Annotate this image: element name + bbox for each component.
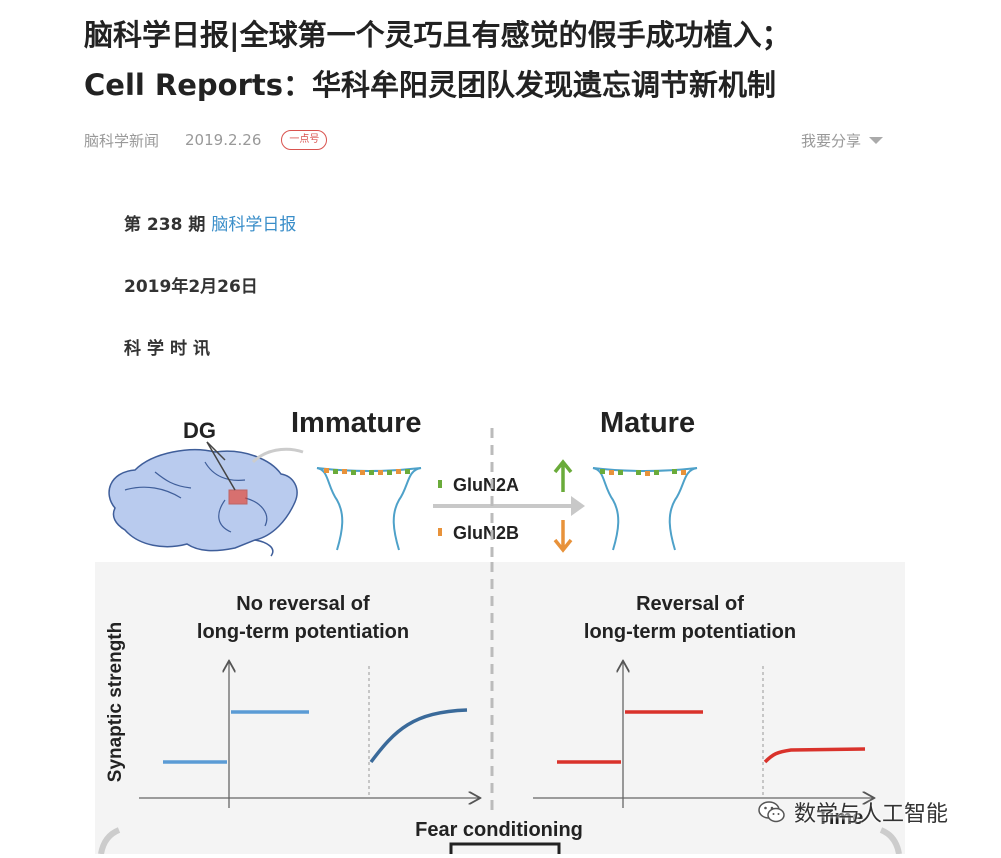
right-panel-title-1: Reversal of <box>636 593 744 615</box>
share-button[interactable]: 我要分享 <box>801 128 884 152</box>
right-panel-title-2: long-term potentiation <box>584 621 796 643</box>
down-arrow-icon <box>553 520 573 553</box>
issue-number: 第 238 期 <box>124 215 206 235</box>
date-line: 2019年2月26日 <box>124 277 258 297</box>
source-link[interactable]: 脑科学新闻 <box>84 131 160 150</box>
account-badge: 一点号 <box>281 130 328 150</box>
article-title: 脑科学日报|全球第一个灵巧且有感觉的假手成功植入； Cell Reports：华… <box>84 10 964 110</box>
y-axis-label: Synaptic strength <box>105 622 126 782</box>
glun2a-swatch <box>438 480 442 488</box>
article-title-line-1: 脑科学日报|全球第一个灵巧且有感觉的假手成功植入； <box>84 18 791 52</box>
mature-title: Mature <box>600 407 695 439</box>
left-panel-title-2: long-term potentiation <box>197 621 409 643</box>
issue-link[interactable]: 脑科学日报 <box>211 215 297 235</box>
left-recovery-curve <box>369 708 468 764</box>
curved-arrow-icon <box>251 447 304 464</box>
article-title-line-2: Cell Reports：华科牟阳灵团队发现遗忘调节新机制 <box>84 68 777 102</box>
section-heading: 科学时讯 <box>124 339 216 359</box>
brain-illustration <box>108 441 304 557</box>
immature-title: Immature <box>291 407 422 439</box>
glun2b-label: GluN2B <box>453 523 519 543</box>
figure-svg: DG Immature Mature GluN2A GluN2B No reve… <box>95 407 905 858</box>
synapse-mature <box>592 467 698 551</box>
glun2a-label: GluN2A <box>453 475 519 495</box>
right-graph: Time <box>533 662 873 829</box>
glun2b-swatch <box>438 528 442 536</box>
left-graph <box>139 662 479 808</box>
synapse-immature <box>316 467 422 551</box>
issue-line: 第 238 期脑科学日报 <box>124 210 296 235</box>
fear-conditioning-label: Fear conditioning <box>415 819 583 841</box>
up-arrow-icon <box>553 459 573 492</box>
article-meta: 脑科学新闻 2019.2.26 一点号 <box>84 128 328 152</box>
share-label: 我要分享 <box>801 131 862 150</box>
watermark-text: 数学与人工智能 <box>794 802 949 827</box>
right-reversal-curve <box>763 747 866 764</box>
research-figure: DG Immature Mature GluN2A GluN2B No reve… <box>95 390 905 858</box>
chevron-down-icon <box>869 136 884 144</box>
time-label: Time <box>817 807 863 829</box>
left-panel-title-1: No reversal of <box>236 593 370 615</box>
watermark: 数学与人工智能 <box>758 796 948 828</box>
publish-date: 2019.2.26 <box>185 131 262 149</box>
wechat-icon <box>758 801 785 823</box>
brain-label: DG <box>183 418 216 443</box>
